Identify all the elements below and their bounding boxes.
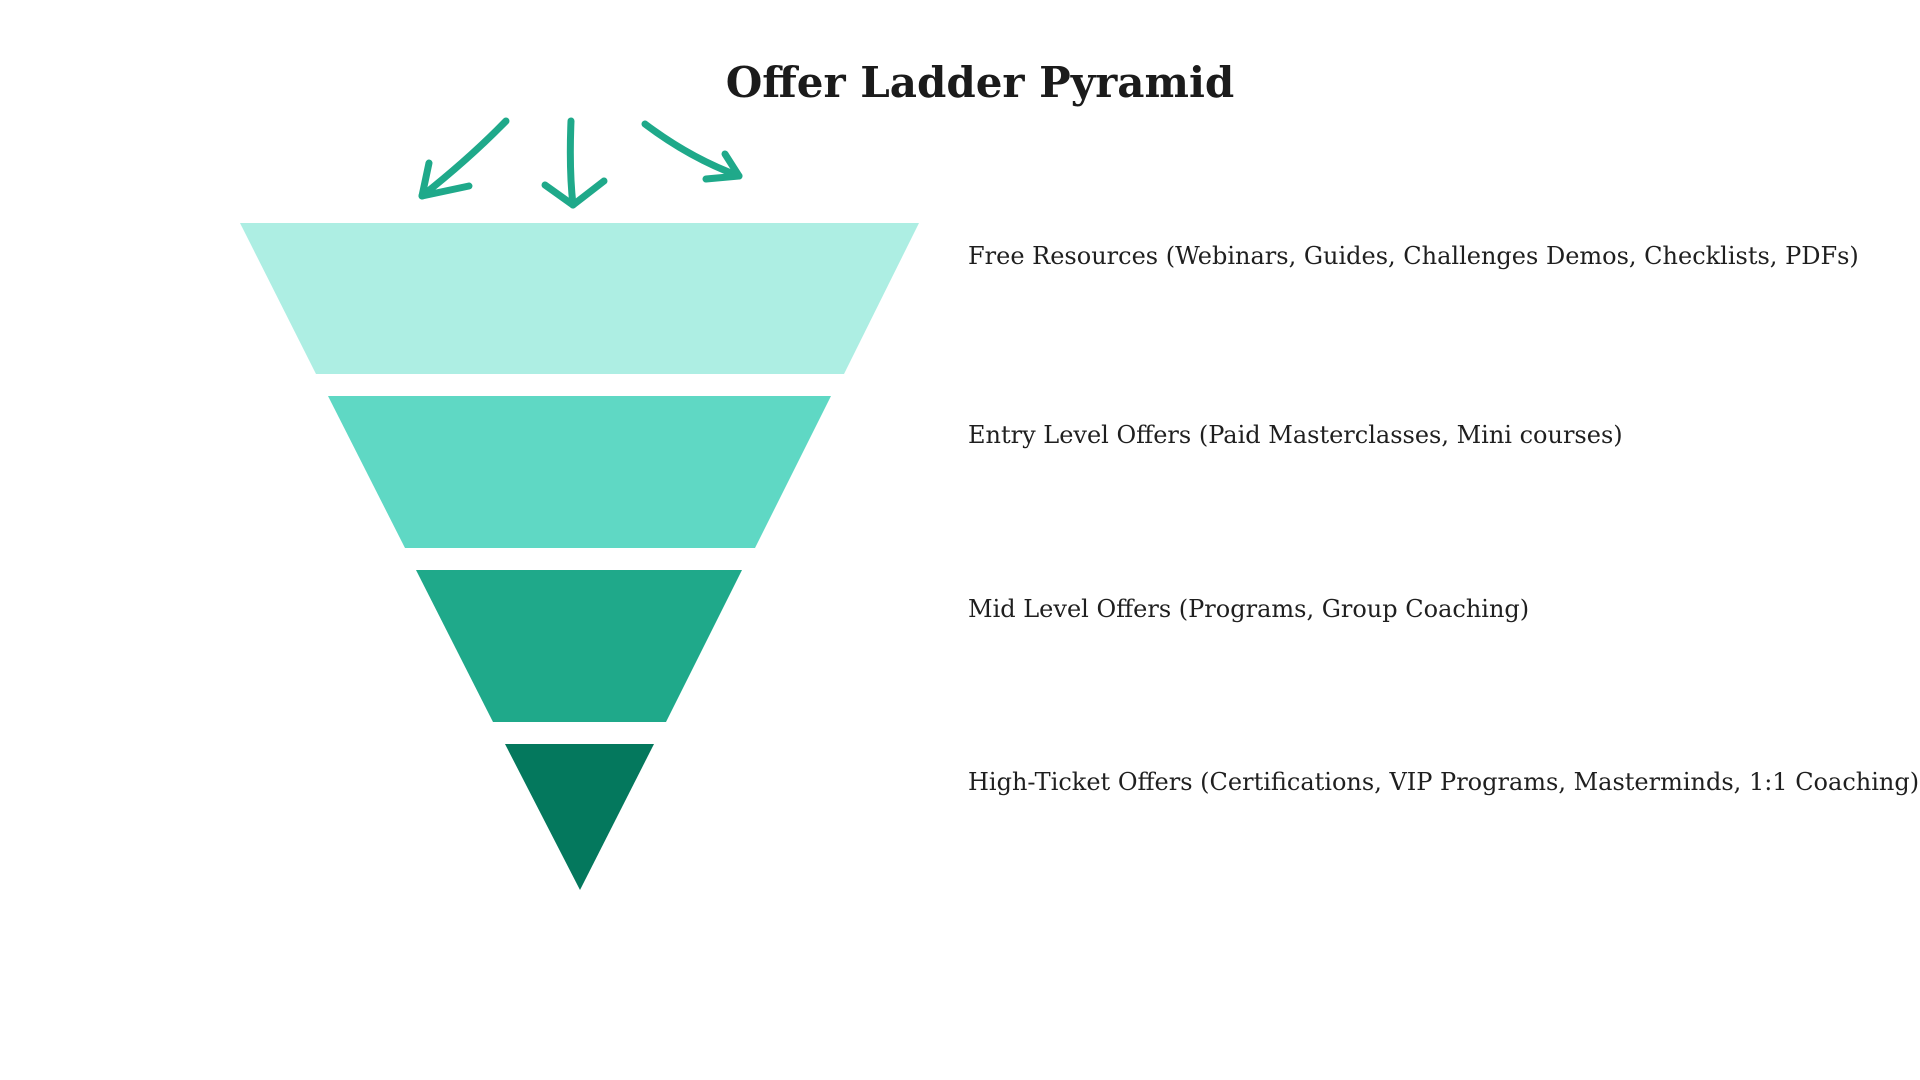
tier-label-entry-level: Entry Level Offers (Paid Masterclasses, … [968, 421, 1623, 449]
tier-high-ticket [505, 744, 654, 890]
tier-label-high-ticket: High-Ticket Offers (Certifications, VIP … [968, 768, 1920, 796]
tier-free-resources [240, 223, 919, 374]
tier-label-mid-level: Mid Level Offers (Programs, Group Coachi… [968, 595, 1530, 623]
funnel-tiers [240, 223, 919, 890]
incoming-arrows [418, 117, 743, 209]
page-title: Offer Ladder Pyramid [725, 58, 1235, 107]
arrow-down-left-icon [418, 117, 510, 200]
tier-entry-level [328, 396, 831, 548]
tier-mid-level [416, 570, 742, 722]
arrow-down-right-icon [641, 120, 743, 183]
arrow-down-icon [541, 117, 608, 209]
tier-label-free-resources: Free Resources (Webinars, Guides, Challe… [968, 242, 1859, 270]
